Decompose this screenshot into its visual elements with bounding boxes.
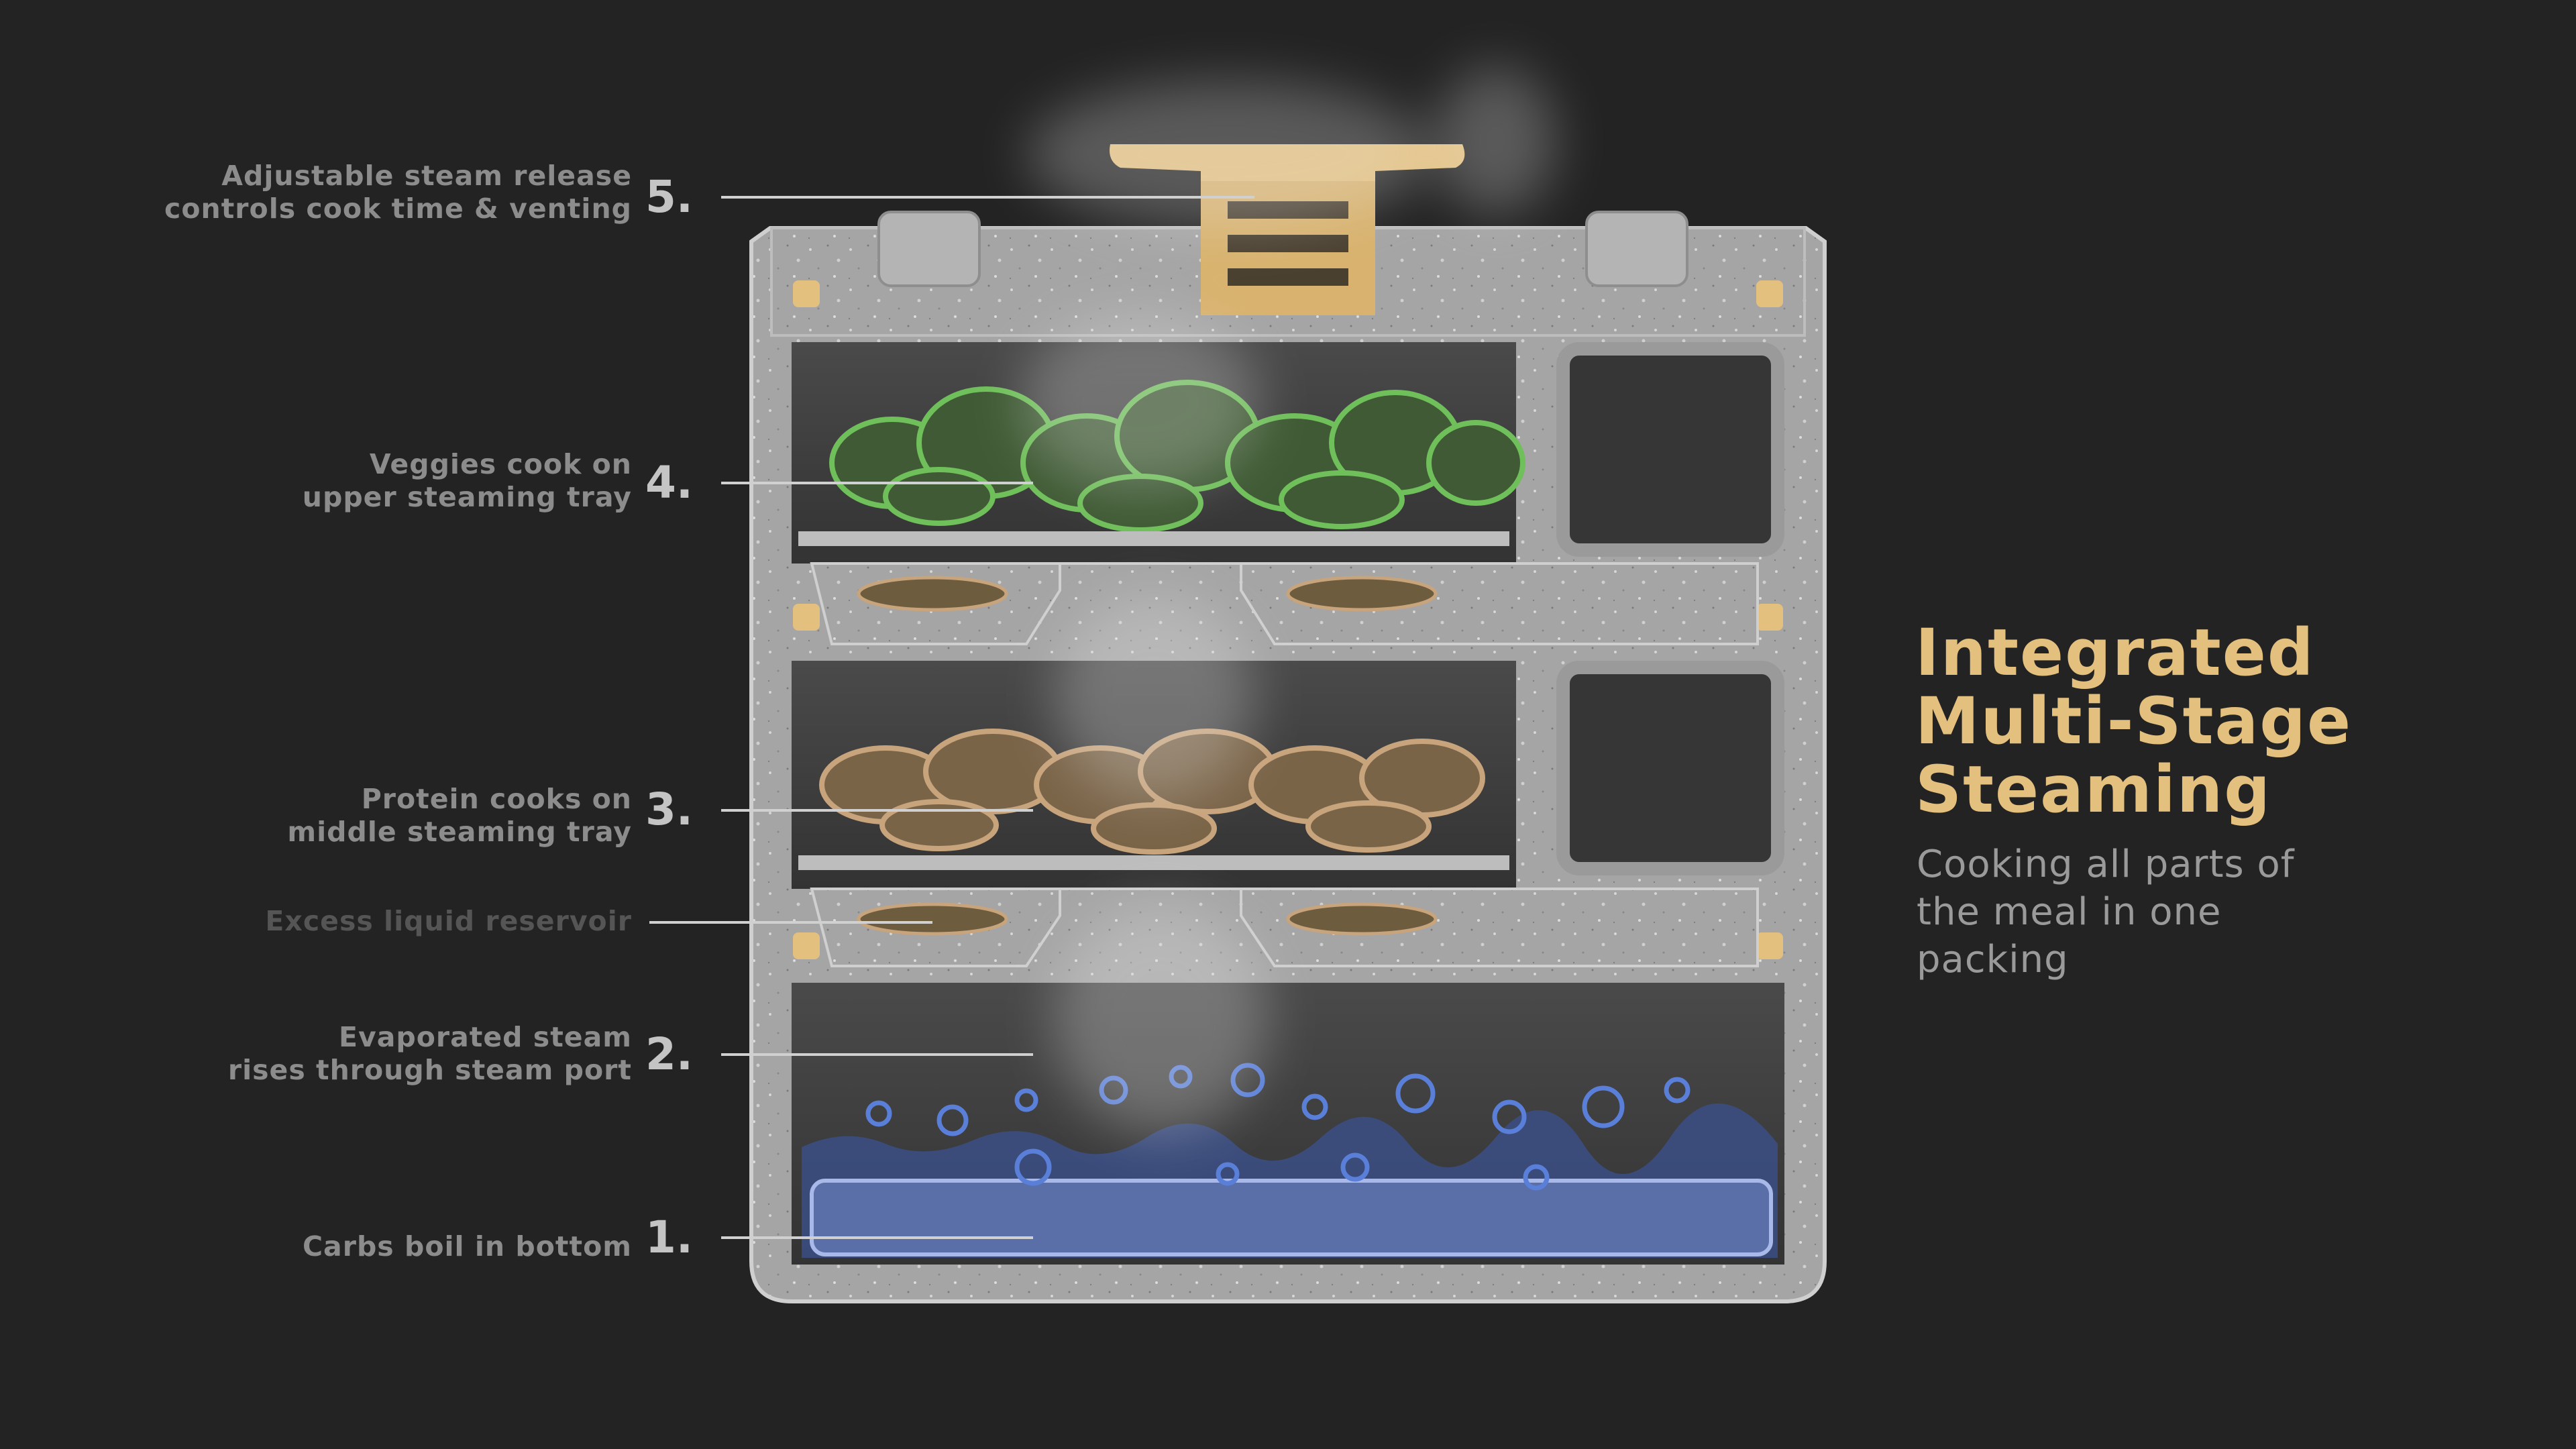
middle-steaming-tray (798, 855, 1509, 870)
middle-side-compartment (1556, 661, 1784, 875)
seal-rings (793, 280, 1783, 959)
callout-number-4: 4. (645, 457, 693, 508)
leader-lines (649, 196, 1254, 1239)
lower-reservoir-liquid-left (857, 902, 1008, 936)
upper-reservoir-liquid-left (857, 576, 1008, 612)
callout-number-5: 5. (645, 171, 693, 223)
upper-steaming-tray (798, 531, 1509, 546)
steam (1020, 67, 1556, 1134)
callout-label-1: Carbs boil in bottom (302, 1230, 632, 1263)
callout-number-3: 3. (645, 784, 693, 835)
lower-reservoir (810, 888, 1759, 967)
upper-reservoir-liquid-right (1286, 576, 1438, 612)
upper-reservoir (810, 562, 1759, 645)
callout-number-1: 1. (645, 1212, 693, 1263)
lid-latch-right (1585, 211, 1688, 287)
lid-latch-left (877, 211, 981, 287)
callout-label-reservoir: Excess liquid reservoir (265, 905, 632, 937)
carbs (810, 1179, 1773, 1256)
callout-number-2: 2. (645, 1028, 693, 1080)
lower-reservoir-liquid-right (1286, 902, 1438, 936)
upper-side-compartment (1556, 342, 1784, 557)
